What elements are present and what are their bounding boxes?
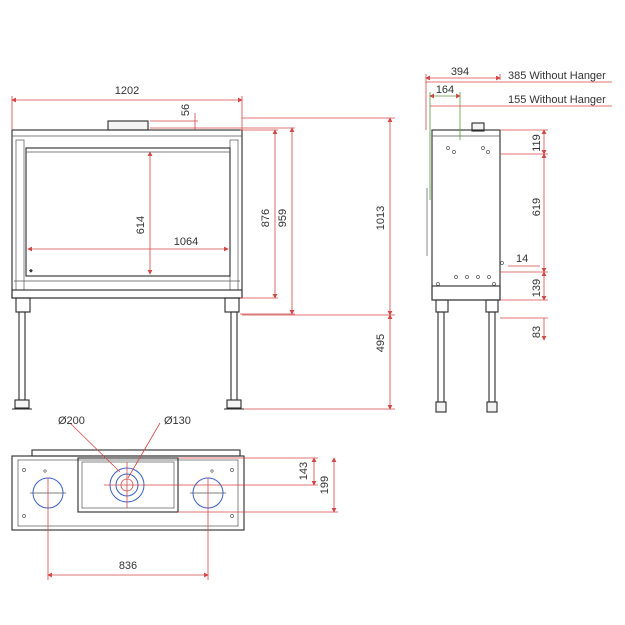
- dim-body-876: 876: [260, 209, 272, 227]
- dim-overall-width: 1202: [115, 85, 139, 97]
- leg-left: [18, 311, 26, 401]
- glass-opening: [25, 147, 231, 277]
- dim-diameter-200: Ø200: [58, 415, 85, 427]
- side-view: 394 385 Without Hanger 164 155 Without H…: [425, 66, 612, 413]
- top-view: Ø200 Ø130 143 199 836: [11, 415, 338, 580]
- dim-depth-164: 164: [436, 84, 454, 96]
- dim-diameter-130: Ø130: [164, 415, 191, 427]
- side-body: [431, 129, 501, 301]
- dim-top-collar: 56: [180, 104, 192, 116]
- dim-depth-385: 385 Without Hanger: [508, 70, 606, 82]
- dim-lower-height: 139: [531, 279, 543, 297]
- dim-top-offset: 119: [531, 134, 543, 152]
- dim-inlet-spacing: 836: [119, 560, 137, 572]
- top-collar: [107, 120, 149, 131]
- dim-depth-155: 155 Without Hanger: [508, 94, 606, 106]
- dim-opening-height: 614: [135, 216, 147, 234]
- dim-body-959: 959: [277, 209, 289, 227]
- leg-right: [230, 311, 238, 401]
- dim-depth-143: 143: [298, 462, 310, 480]
- dim-depth-total: 394: [451, 66, 469, 78]
- firebox-outline: [11, 129, 243, 299]
- side-leg-left: [437, 311, 445, 403]
- dim-depth-199: 199: [319, 476, 331, 494]
- front-view: ◆ 1202 56 614 1064 876: [11, 85, 395, 410]
- dim-base-offset: 83: [531, 326, 543, 338]
- dim-opening-width: 1064: [174, 236, 198, 248]
- side-leg-right: [488, 311, 496, 403]
- brand-mark: ◆: [29, 268, 33, 274]
- dim-small-gap: 14: [516, 253, 528, 265]
- dim-leg-height: 495: [375, 334, 387, 352]
- top-outline: [11, 455, 245, 531]
- dim-mid-height: 619: [531, 198, 543, 216]
- dim-total-height: 1013: [375, 206, 387, 230]
